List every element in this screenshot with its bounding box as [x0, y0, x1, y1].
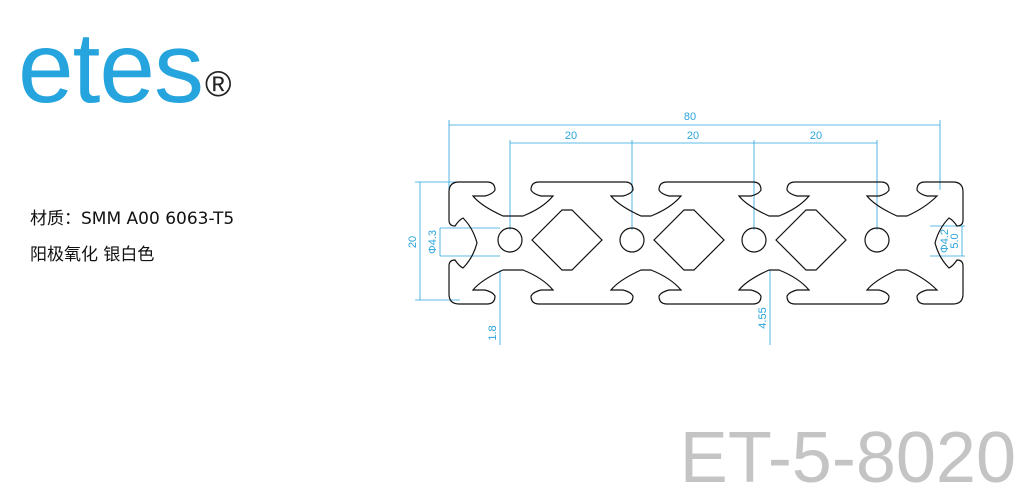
dim-overall-width: 80 — [684, 111, 696, 123]
dim-wall: 1.8 — [487, 325, 499, 340]
profile-drawing: 80 20 20 20 20 Φ4.3 Φ4.2 5.0 1.8 4.55 — [407, 111, 965, 345]
brand-logo: etes® — [18, 18, 232, 118]
dimension-lines — [415, 120, 965, 345]
dim-pitch-1: 20 — [565, 130, 577, 142]
dim-slot-opening: Φ4.2 — [939, 229, 951, 253]
registered-mark: ® — [205, 63, 232, 104]
dim-center-hole: Φ4.3 — [427, 230, 439, 254]
material-spec: 材质：SMM A00 6063-T5 — [30, 209, 235, 229]
brand-name: etes — [18, 12, 204, 124]
dim-slot-width: 5.0 — [949, 233, 961, 248]
dim-height: 20 — [407, 236, 419, 248]
profile-outline — [448, 181, 964, 305]
dim-pitch-3: 20 — [810, 130, 822, 142]
dim-pitch-2: 20 — [687, 130, 699, 142]
model-number: ET-5-8020 — [679, 418, 1016, 498]
finish-spec: 阳极氧化 银白色 — [30, 245, 155, 265]
dim-groove-depth: 4.55 — [757, 307, 769, 328]
